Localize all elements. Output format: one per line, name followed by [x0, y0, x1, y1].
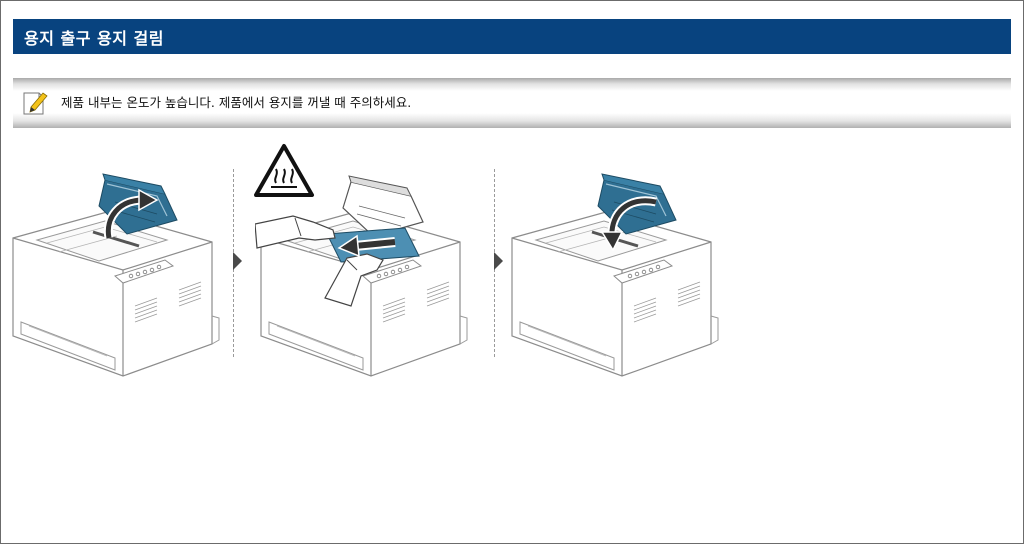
printer-close-top-cover-illustration: [511, 173, 719, 377]
section-title-bar: 용지 출구 용지 걸림: [13, 19, 1011, 54]
caution-text: 제품 내부는 온도가 높습니다. 제품에서 용지를 꺼낼 때 주의하세요.: [61, 95, 412, 110]
caution-note: 제품 내부는 온도가 높습니다. 제품에서 용지를 꺼낼 때 주의하세요.: [13, 78, 1011, 128]
printer-pull-paper-illustration: [255, 175, 468, 377]
note-pencil-icon: [23, 92, 48, 115]
printer-open-top-cover-illustration: [12, 173, 220, 377]
hot-surface-warning-icon: [254, 144, 314, 197]
next-step-arrow-icon: [233, 252, 242, 270]
next-step-arrow-icon: [494, 252, 503, 270]
page-title: 용지 출구 용지 걸림: [24, 28, 164, 48]
arrow-close-icon: [600, 231, 624, 252]
arrow-open-icon: [138, 188, 159, 212]
